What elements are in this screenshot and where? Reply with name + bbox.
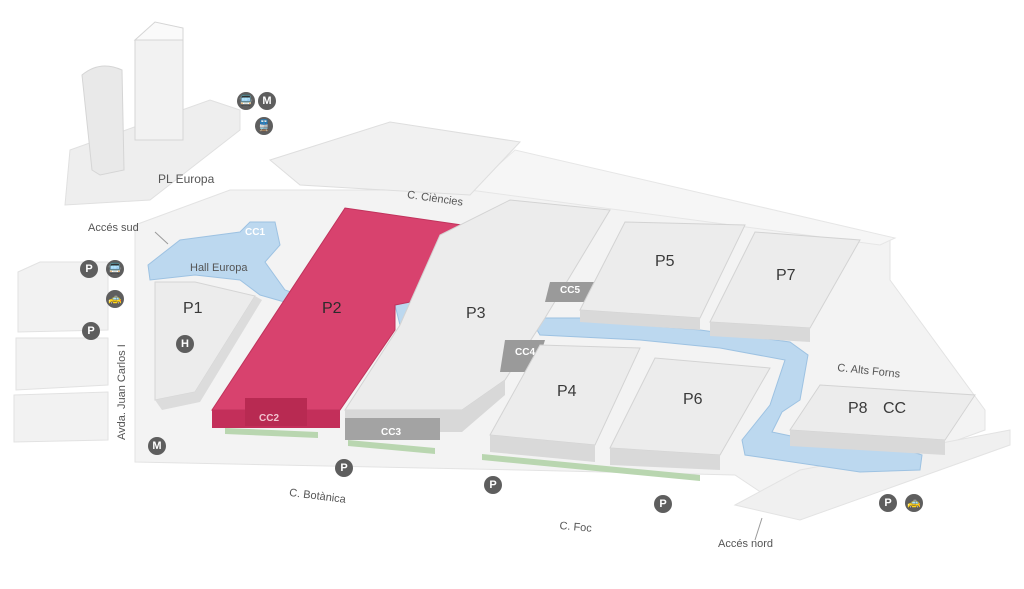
hall-p2-label[interactable]: P2: [322, 300, 342, 317]
acces-sud-arrow: [154, 231, 169, 245]
green-strip-p4-p6: [482, 454, 700, 481]
walkway-hall-europa: [147, 221, 301, 306]
hall-p4-face: [490, 435, 595, 462]
metro-icon[interactable]: M: [148, 437, 166, 455]
green-strip-p2: [225, 428, 318, 438]
cc3-label[interactable]: CC3: [381, 427, 402, 438]
parking-icon[interactable]: P: [80, 260, 98, 278]
hall-p5-label[interactable]: P5: [655, 253, 675, 270]
tower-right-top: [133, 21, 184, 41]
hall-p8-shape: [789, 384, 976, 441]
cc2-label[interactable]: CC2: [259, 413, 280, 424]
taxi-icon[interactable]: 🚕: [106, 290, 124, 308]
bus-icon[interactable]: 🚍: [106, 260, 124, 278]
hall-p6-shape: [609, 357, 771, 456]
ground-left-plate-2: [15, 337, 109, 391]
train-icon[interactable]: 🚆: [255, 117, 273, 135]
parking-icon[interactable]: P: [879, 494, 897, 512]
hotel-icon[interactable]: H: [176, 335, 194, 353]
acces-nord-label: Accés nord: [718, 538, 774, 550]
cc5-label[interactable]: CC5: [560, 285, 581, 296]
green-strip-p3: [348, 440, 435, 454]
cc5-block: [545, 282, 595, 302]
hall-p5-face: [580, 310, 700, 330]
hall-p4-shape: [489, 344, 641, 446]
hall-p7-shape: [709, 231, 861, 329]
hall-p4-label[interactable]: P4: [557, 383, 577, 400]
hall-p7-label[interactable]: P7: [776, 267, 796, 284]
hall-p7-face: [710, 322, 810, 342]
plaza-europa-plate: [64, 99, 241, 206]
street-avda-juan-carlos: Avda. Juan Carlos I: [116, 344, 128, 440]
hall-p8-cc-label[interactable]: CC: [883, 400, 907, 417]
taxi-icon[interactable]: 🚕: [905, 494, 923, 512]
hall-p1-label[interactable]: P1: [183, 300, 203, 317]
bus-icon[interactable]: 🚍: [237, 92, 255, 110]
tower-left: [81, 65, 125, 176]
plaza-europa-label: PL Europa: [158, 172, 215, 186]
acces-sud-label: Accés sud: [88, 222, 139, 234]
parking-icon[interactable]: P: [82, 322, 100, 340]
ground-left-plate-3: [13, 391, 109, 443]
parking-icon[interactable]: P: [484, 476, 502, 494]
acces-nord-arrow: [754, 517, 763, 541]
cc2-block: [245, 398, 307, 426]
hall-p8-face: [790, 430, 945, 455]
cc4-label[interactable]: CC4: [515, 347, 536, 358]
cc1-label[interactable]: CC1: [245, 227, 266, 238]
parking-icon[interactable]: P: [654, 495, 672, 513]
hall-p6-label[interactable]: P6: [683, 391, 703, 408]
metro-icon[interactable]: M: [258, 92, 276, 110]
cc3-block: [345, 418, 440, 440]
hall-p1-face: [155, 296, 262, 410]
parking-icon[interactable]: P: [335, 459, 353, 477]
hall-p6-face: [610, 448, 720, 470]
hall-p8-label[interactable]: P8: [848, 400, 868, 417]
top-central-plate: [268, 121, 522, 196]
tower-right-body: [134, 39, 184, 141]
hall-p3-label[interactable]: P3: [466, 305, 486, 322]
hall-europa-label[interactable]: Hall Europa: [190, 262, 248, 274]
